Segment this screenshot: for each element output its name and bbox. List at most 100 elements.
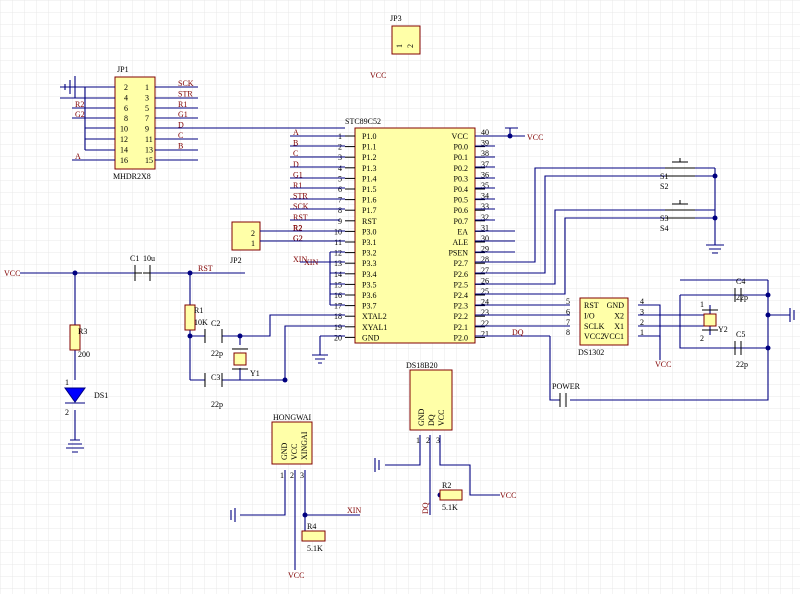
r4-resistor[interactable] [301,530,326,542]
mcu-pin-number: 30 [481,234,489,243]
mcu-pin-name: P2.0 [454,333,468,342]
mcu-pin-name: P3.3 [362,259,376,268]
jp1-pin-number: 10 [120,125,128,134]
mcu-pin-name: P1.3 [362,164,376,173]
xin-net-ir: XIN [347,506,361,515]
mcu-symbol[interactable] [354,127,476,344]
jp1-pin-number: 6 [124,104,128,113]
mcu-pin-number: 3 [338,153,342,162]
r1-resistor[interactable] [184,304,196,331]
mcu-pin-number: 38 [481,149,489,158]
jp2-symbol[interactable] [231,221,261,251]
jp2-pin-b: 1 [251,239,255,248]
y1-crystal[interactable] [232,348,248,370]
mcu-pin-name: XYAL1 [362,323,387,332]
rst-net: RST [198,264,213,273]
ds18b20-pin1: 1 [416,436,420,445]
dq-net-ds18: DQ [421,502,430,514]
mcu-pin-number: 16 [334,291,342,300]
mcu-pin-name: P2.7 [454,259,468,268]
jp1-net-label: STR [178,89,193,98]
mcu-pin-name: P1.7 [362,206,376,215]
mcu-pin-number: 9 [338,217,342,226]
r4-value: 5.1K [307,544,323,553]
jp1-pin-number: 5 [145,104,149,113]
jp2-ref: JP2 [230,256,242,265]
y2-crystal[interactable] [702,309,718,331]
switch-s3-s4[interactable] [665,200,695,219]
mcu-pin-name: P3.2 [362,249,376,258]
r2-resistor[interactable] [439,489,463,501]
mcu-pin-number: 35 [481,181,489,190]
ds18b20-pin-gnd: GND [417,408,426,426]
ds1302-pin-name: VCC1 [604,332,624,341]
mcu-pin-name: P0.3 [454,174,468,183]
ds1302-pin-name: GND [607,301,625,310]
mcu-net-label: C [293,149,298,158]
c5-capacitor[interactable] [734,341,742,355]
jp2-body [231,221,261,251]
c1-ref: C1 [130,254,139,263]
hongwai-pin-gnd: GND [280,442,289,460]
r3-resistor[interactable] [69,324,81,351]
ds1302-pin-number: 2 [640,318,644,327]
mcu-pin-number: 34 [481,192,489,201]
mcu-pin-name: P2.6 [454,270,468,279]
mcu-net-label: R1 [293,181,302,190]
mcu-pin-name: PSEN [448,249,468,258]
hongwai-pin2: 2 [290,471,294,480]
wires [20,76,795,570]
ds1302-pin-number: 4 [640,297,644,306]
jp1-body [114,76,156,170]
ds1302-symbol[interactable] [579,297,629,346]
mcu-pin-number: 19 [334,323,342,332]
jp3-symbol[interactable] [391,25,421,55]
ds1302-pin-name: VCC2 [584,332,604,341]
mcu-pin-number: 5 [338,174,342,183]
mcu-pin-number: 27 [481,266,489,275]
r4-ref: R4 [307,522,316,531]
jp3-body [391,25,421,55]
jp1-ref: JP1 [117,65,129,74]
c2-value: 22p [211,349,223,358]
mcu-pin-number: 7 [338,196,342,205]
ds18b20-label: DS18B20 [406,361,438,370]
mcu-pin-number: 15 [334,280,342,289]
c3-capacitor[interactable] [204,373,223,387]
switch-s1-s2[interactable] [665,158,695,177]
c4-capacitor[interactable] [734,288,742,302]
mcu-pin-name: GND [362,333,380,342]
c2-capacitor[interactable] [204,329,223,343]
mcu-pin-number: 24 [481,298,489,307]
mcu-pin-name: P1.6 [362,196,376,205]
jp1-pin-number: 4 [124,93,128,102]
c1-capacitor[interactable] [134,265,151,281]
jp3-pin2: 2 [406,44,415,48]
r1-value: 10K [194,318,208,327]
mcu-net-label: RST [293,213,308,222]
r3-ref: R3 [78,327,87,336]
ds1-led[interactable] [64,387,86,404]
jp3-ref: JP3 [390,14,402,23]
jp1-net-label: C [178,131,183,140]
jp1-pin-number: 13 [145,145,153,154]
ds1302-pin-number: 5 [566,297,570,306]
vcc-mcu: VCC [527,133,543,142]
vcc-left: VCC [4,269,20,278]
jp1-pin-number: 3 [145,93,149,102]
mcu-pin-name: P2.3 [454,302,468,311]
c5-value: 22p [736,360,748,369]
ds18b20-symbol[interactable] [409,369,453,431]
y2-pin1: 1 [700,300,704,309]
hongwai-symbol[interactable] [271,421,313,465]
power-capacitor[interactable] [559,393,567,407]
dq-net-mcu: DQ [512,328,524,337]
switch-s2: S2 [660,182,668,191]
jp1-symbol[interactable] [114,76,156,170]
power-label: POWER [552,382,581,391]
ds1302-pin-number: 8 [566,328,570,337]
jp2-pin-a: 2 [251,229,255,238]
mcu-pin-name: P3.4 [362,270,376,279]
switch-s4: S4 [660,224,668,233]
ds1302-body [579,297,629,346]
